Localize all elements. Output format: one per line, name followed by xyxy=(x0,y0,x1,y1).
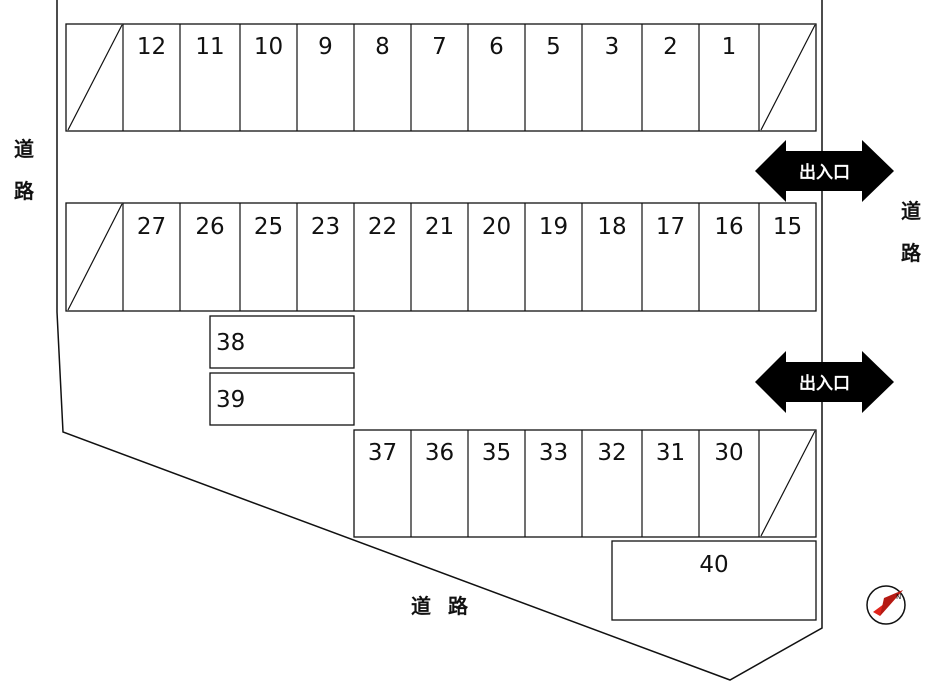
row-c-dividers xyxy=(410,430,760,537)
road-label-bottom: 路 xyxy=(448,594,469,618)
row-a-dividers xyxy=(122,24,760,131)
slot-number: 33 xyxy=(539,440,568,466)
slot-number: 40 xyxy=(699,552,728,578)
road-label-bottom: 道 xyxy=(411,594,431,618)
slot-number: 16 xyxy=(714,214,743,240)
slot-number: 1 xyxy=(722,34,737,60)
slot-number: 2 xyxy=(663,34,678,60)
slot-number: 5 xyxy=(546,34,561,60)
svg-text:N: N xyxy=(896,593,901,601)
slot-number: 11 xyxy=(195,34,224,60)
slot-number: 39 xyxy=(216,387,245,413)
slot-number: 20 xyxy=(482,214,511,240)
slot-40: 40 xyxy=(611,540,817,621)
unavailable-slot-mark xyxy=(760,24,816,131)
slot-number: 32 xyxy=(597,440,626,466)
slot-number: 3 xyxy=(605,34,620,60)
row-c: 37 36 35 33 32 31 30 xyxy=(353,429,817,538)
unavailable-slot-mark xyxy=(67,203,123,311)
slot-number: 6 xyxy=(489,34,504,60)
entrance-arrow-upper: 出入口 xyxy=(755,140,894,202)
road-label-right: 道 xyxy=(901,199,921,223)
slot-number: 21 xyxy=(425,214,454,240)
slot-number: 27 xyxy=(137,214,166,240)
entrance-arrow-lower: 出入口 xyxy=(755,351,894,413)
slot-number: 35 xyxy=(482,440,511,466)
slot-39: 39 xyxy=(209,372,355,426)
road-label-right: 路 xyxy=(901,241,922,265)
entrance-label: 出入口 xyxy=(799,373,850,394)
slot-number: 18 xyxy=(597,214,626,240)
slot-number: 23 xyxy=(311,214,340,240)
unavailable-slot-mark xyxy=(760,430,816,537)
road-label-left: 道 xyxy=(14,137,34,161)
unavailable-slot-mark xyxy=(67,24,123,131)
row-b: 27 26 25 23 22 21 20 19 18 17 16 15 xyxy=(65,202,817,312)
row-b-dividers xyxy=(122,203,760,311)
lot-boundary-left xyxy=(56,0,823,681)
slot-number: 17 xyxy=(656,214,685,240)
slot-38: 38 xyxy=(209,315,355,369)
road-label-left: 路 xyxy=(14,179,35,203)
row-a: 12 11 10 9 8 7 6 5 3 2 1 xyxy=(65,23,817,132)
north-compass-icon: N xyxy=(866,585,906,625)
slot-number: 10 xyxy=(254,34,283,60)
slot-number: 19 xyxy=(539,214,568,240)
slot-number: 12 xyxy=(137,34,166,60)
slot-number: 26 xyxy=(195,214,224,240)
slot-number: 8 xyxy=(375,34,390,60)
slot-number: 30 xyxy=(714,440,743,466)
slot-number: 22 xyxy=(368,214,397,240)
entrance-label: 出入口 xyxy=(799,162,850,183)
slot-number: 9 xyxy=(318,34,333,60)
slot-number: 37 xyxy=(368,440,397,466)
slot-number: 36 xyxy=(425,440,454,466)
slot-number: 25 xyxy=(254,214,283,240)
slot-number: 7 xyxy=(432,34,447,60)
slot-number: 15 xyxy=(773,214,802,240)
slot-number: 31 xyxy=(656,440,685,466)
slot-number: 38 xyxy=(216,330,245,356)
